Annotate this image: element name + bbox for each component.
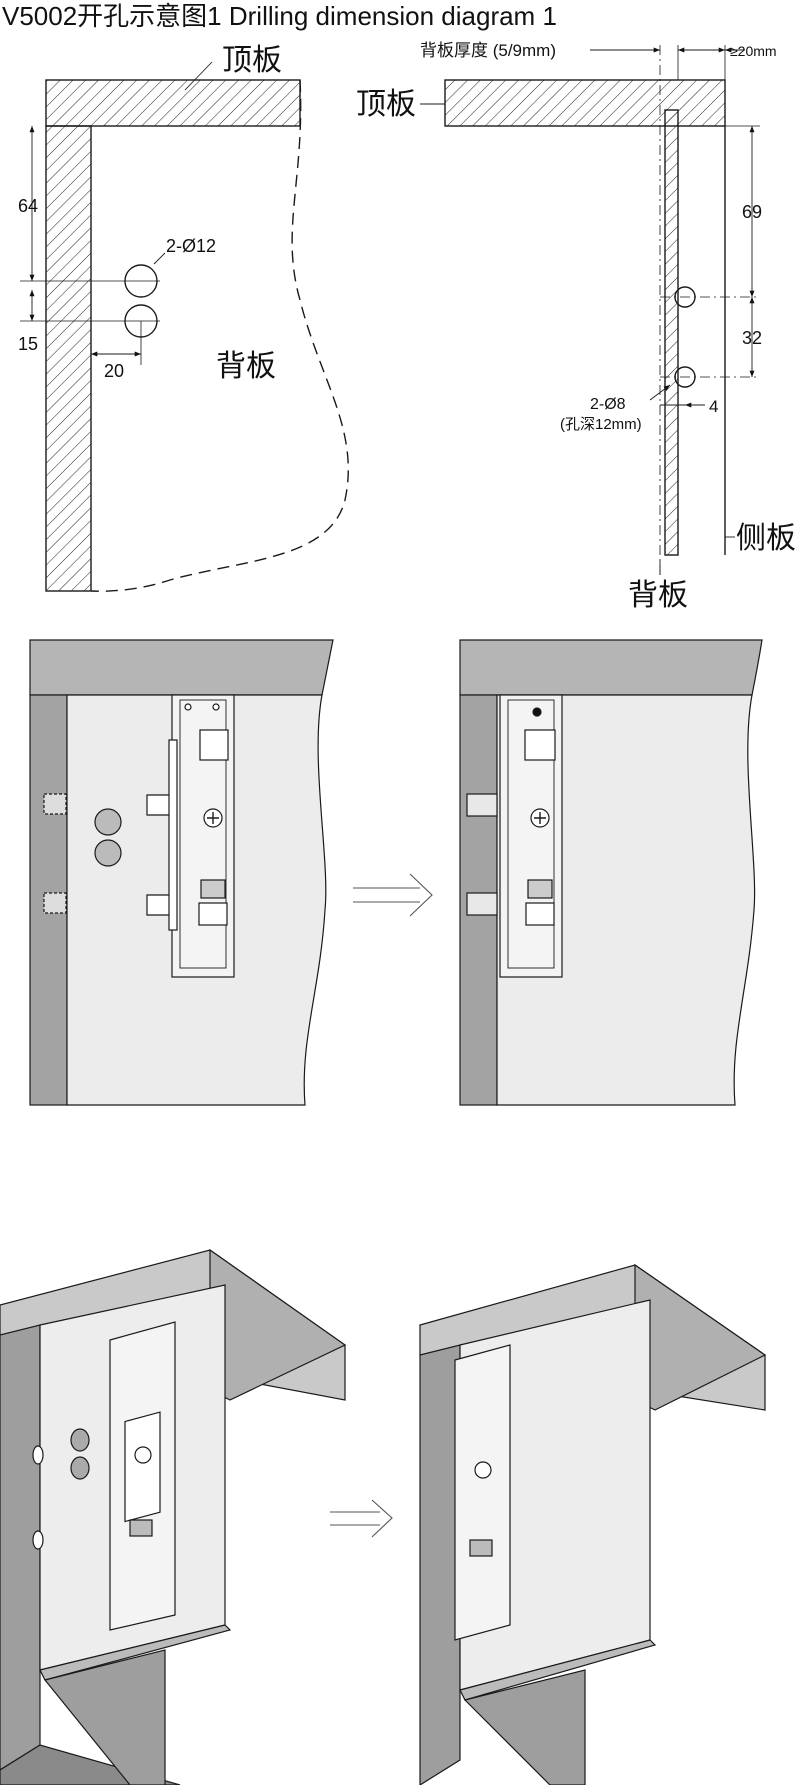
- assembly-before-iso: [0, 1248, 347, 1785]
- side-view: [420, 45, 760, 575]
- hole-circle: [70, 1456, 90, 1480]
- holes-diameter-label-side: 2-Ø8: [590, 396, 626, 413]
- right-arrow-icon: [330, 1499, 393, 1538]
- back-panel-outline: [90, 79, 349, 592]
- adjust-screw: [134, 1446, 152, 1464]
- dim-69-label: 69: [742, 202, 762, 222]
- front-view: [20, 61, 349, 592]
- dim-4-label: 4: [709, 397, 718, 416]
- hole-circle: [94, 839, 122, 867]
- page-title: V5002开孔示意图1 Drilling dimension diagram 1: [2, 1, 557, 31]
- hanger-bracket: [454, 1344, 511, 1641]
- side-panel-section: [45, 125, 92, 592]
- side-panel: [0, 1324, 41, 1771]
- gap-label: ≥20mm: [730, 43, 777, 59]
- side-panel: [419, 1344, 461, 1785]
- thickness-label: 背板厚度 (5/9mm): [420, 41, 556, 60]
- hole-circle: [94, 808, 122, 836]
- top-panel-section: [444, 79, 726, 127]
- holes-diameter-label: 2-Ø12: [166, 236, 216, 256]
- dim-64-label: 64: [18, 196, 38, 216]
- hole-depth-label: (孔深12mm): [560, 416, 642, 433]
- top-panel-label: 顶板: [222, 44, 282, 77]
- back-panel-label-side: 背板: [628, 579, 688, 612]
- dowel: [466, 793, 498, 817]
- assembly-after-front: [459, 639, 763, 1106]
- top-panel-label-side: 顶板: [356, 88, 416, 121]
- dowel: [32, 1445, 44, 1465]
- top-panel: [459, 639, 763, 696]
- top-panel: [29, 639, 334, 696]
- dowel: [32, 1530, 44, 1550]
- assembly-before-front: [29, 639, 334, 1106]
- adjust-screw: [474, 1461, 492, 1479]
- dim-20-label: 20: [104, 361, 124, 381]
- dowel: [43, 892, 67, 914]
- dowel: [43, 793, 67, 815]
- top-panel-section: [45, 79, 301, 127]
- dowel: [466, 892, 498, 916]
- dim-15-label: 15: [18, 334, 38, 354]
- assembly-after-iso: [419, 1263, 767, 1785]
- side-panel-label: 侧板: [736, 522, 796, 555]
- back-panel-section: [664, 109, 679, 556]
- back-panel-label: 背板: [216, 350, 276, 383]
- right-arrow-icon: [353, 873, 433, 917]
- hole-circle: [70, 1428, 90, 1452]
- dim-32-label: 32: [742, 328, 762, 348]
